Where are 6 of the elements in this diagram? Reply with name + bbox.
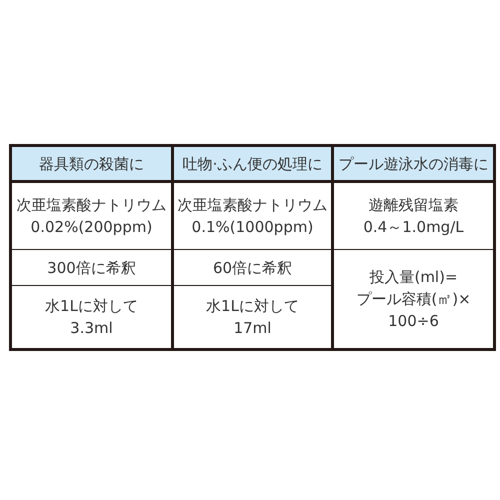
header-cell: 器具類の殺菌に <box>10 146 172 182</box>
header-cell: 吐物·ふん便の処理に <box>172 146 332 182</box>
header-cell: プール遊泳水の消毒に <box>332 146 494 182</box>
table-cell: 60倍に希釈 <box>172 250 332 286</box>
table-cell: 遊離残留塩素 0.4～1.0mg/L <box>332 182 494 250</box>
table-cell: 次亜塩素酸ナトリウム 0.1%(1000ppm) <box>172 182 332 250</box>
